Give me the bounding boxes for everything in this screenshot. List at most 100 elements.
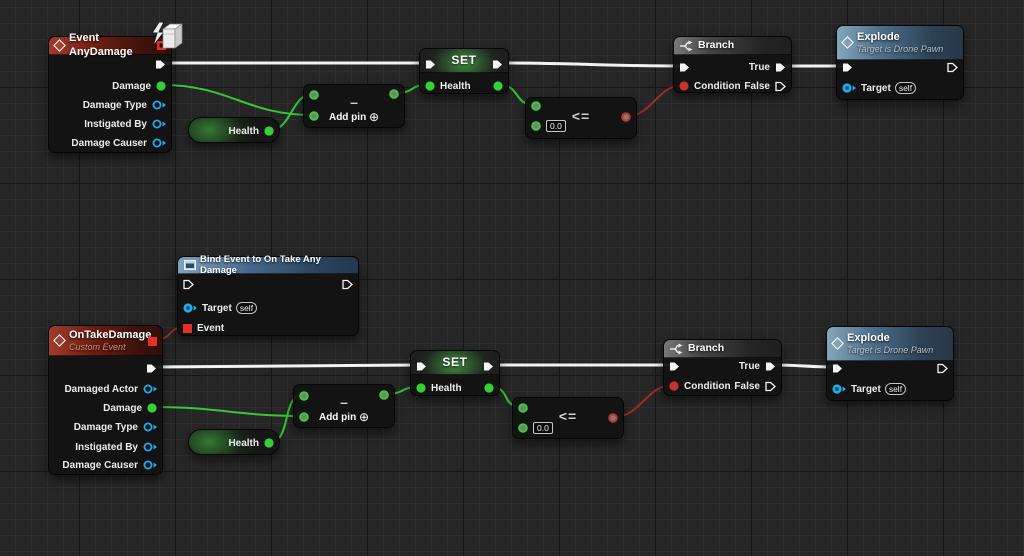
exec-in-pin[interactable]: [678, 61, 691, 74]
bind-event-header[interactable]: Bind Event to On Take Any Damage: [178, 254, 358, 276]
set-health-bottom-header[interactable]: SET: [411, 351, 499, 375]
result-out-pin[interactable]: [620, 111, 632, 123]
subtract-top[interactable]: –Add pin ⊕: [303, 84, 405, 128]
b-in-pin[interactable]: [530, 120, 542, 132]
true-out-pin[interactable]: [774, 61, 787, 74]
exec-in-pin[interactable]: [415, 360, 428, 373]
less-equal-top-result-out-row[interactable]: [620, 109, 632, 125]
branch-bottom-condition-in-row[interactable]: Condition: [668, 378, 731, 394]
true-out-pin[interactable]: [764, 360, 777, 373]
subtract-bottom-a-in-row[interactable]: [298, 388, 310, 404]
branch-top-true-out-row[interactable]: True: [749, 59, 787, 75]
exec-in-pin[interactable]: [668, 360, 681, 373]
exec-out-pin[interactable]: [936, 362, 949, 375]
branch-top-condition-in-row[interactable]: Condition: [678, 78, 741, 94]
exec-out-pin[interactable]: [482, 360, 495, 373]
set-health-bottom-value-out-row[interactable]: [483, 380, 495, 396]
exec-out-pin[interactable]: [946, 61, 959, 74]
health-in-pin[interactable]: [424, 80, 436, 92]
wire-set-health-top.exec-out-to-branch-top.exec-in[interactable]: [497, 61, 685, 68]
event-any-damage-instigated-by-out-row[interactable]: Instigated By: [84, 116, 167, 132]
less-equal-bottom-result-out-row[interactable]: [607, 410, 619, 426]
b-in-pin[interactable]: [298, 411, 310, 423]
target-in-value-field[interactable]: self: [894, 82, 917, 94]
branch-top-header[interactable]: Branch: [674, 37, 791, 55]
condition-in-pin[interactable]: [668, 380, 680, 392]
instigated-by-out-pin[interactable]: [142, 441, 158, 453]
less-equal-bottom-b-in-row[interactable]: 0.0: [517, 420, 553, 436]
value-out-pin[interactable]: [492, 80, 504, 92]
branch-bottom-exec-in-row[interactable]: [668, 358, 681, 374]
set-health-top[interactable]: SET Health: [419, 48, 509, 94]
target-in-value-field[interactable]: self: [235, 302, 258, 314]
exec-out-pin[interactable]: [491, 58, 504, 71]
damage-type-out-pin[interactable]: [142, 421, 158, 433]
value-out-pin[interactable]: [263, 125, 275, 137]
set-health-top-header[interactable]: SET: [420, 49, 508, 73]
add-pin-button[interactable]: Add pin ⊕: [294, 410, 394, 424]
branch-bottom-header[interactable]: Branch: [664, 340, 781, 358]
target-in-pin[interactable]: [841, 82, 857, 94]
damage-type-out-pin[interactable]: [151, 99, 167, 111]
result-out-pin[interactable]: [388, 88, 400, 100]
value-out-pin[interactable]: [483, 382, 495, 394]
bind-event-exec-in-row[interactable]: [182, 276, 195, 292]
subtract-top-a-in-row[interactable]: [308, 87, 320, 103]
exec-out-pin[interactable]: [341, 278, 354, 291]
value-out-pin[interactable]: [263, 437, 275, 449]
b-in-value-field[interactable]: 0.0: [533, 422, 553, 434]
false-out-pin[interactable]: [764, 380, 777, 393]
explode-bottom-exec-out-row[interactable]: [936, 360, 949, 376]
on-take-damage-damage-type-out-row[interactable]: Damage Type: [74, 419, 158, 435]
set-health-top-health-in-row[interactable]: Health: [424, 78, 471, 94]
target-in-pin[interactable]: [831, 383, 847, 395]
b-in-value-field[interactable]: 0.0: [546, 120, 566, 132]
event-in-pin[interactable]: [182, 323, 193, 334]
event-any-damage-damage-causer-out-row[interactable]: Damage Causer: [71, 135, 167, 151]
set-health-bottom-exec-in-row[interactable]: [415, 358, 428, 374]
exec-in-pin[interactable]: [182, 278, 195, 291]
on-take-damage-exec-out-row[interactable]: [145, 360, 158, 376]
add-pin-button[interactable]: Add pin ⊕: [304, 110, 404, 124]
condition-in-pin[interactable]: [678, 80, 690, 92]
subtract-bottom-result-out-row[interactable]: [378, 387, 390, 403]
damage-out-pin[interactable]: [146, 402, 158, 414]
branch-top-exec-in-row[interactable]: [678, 59, 691, 75]
delegate-out-pin[interactable]: [147, 336, 158, 347]
on-take-damage-delegate-out-row[interactable]: [147, 333, 158, 349]
exec-in-pin[interactable]: [841, 61, 854, 74]
less-equal-bottom[interactable]: <=0.0: [512, 397, 624, 439]
b-in-pin[interactable]: [308, 110, 320, 122]
subtract-top-b-in-row[interactable]: [308, 108, 320, 124]
event-any-damage-damage-out-row[interactable]: Damage: [112, 78, 167, 94]
on-take-damage-damage-out-row[interactable]: Damage: [103, 400, 158, 416]
get-health-bottom[interactable]: Health: [188, 429, 280, 455]
target-in-pin[interactable]: [182, 302, 198, 314]
get-health-bottom-value-out-row[interactable]: Health: [228, 435, 275, 451]
branch-bottom-true-out-row[interactable]: True: [739, 358, 777, 374]
target-in-value-field[interactable]: self: [884, 383, 907, 395]
less-equal-top[interactable]: <=0.0: [525, 97, 637, 139]
result-out-pin[interactable]: [378, 389, 390, 401]
exec-out-pin[interactable]: [154, 58, 167, 71]
wire-on-take-damage.exec-out-to-set-health-bottom.exec-in[interactable]: [151, 363, 422, 369]
branch-top-false-out-row[interactable]: False: [744, 78, 787, 94]
set-health-bottom-health-in-row[interactable]: Health: [415, 380, 462, 396]
subtract-bottom[interactable]: –Add pin ⊕: [293, 384, 395, 428]
event-any-damage-damage-type-out-row[interactable]: Damage Type: [83, 97, 167, 113]
exec-out-pin[interactable]: [145, 362, 158, 375]
damage-out-pin[interactable]: [155, 80, 167, 92]
wire-event-any-damage.damage-out-to-subtract-top.b-in[interactable]: [161, 84, 314, 116]
event-any-damage-header[interactable]: Event AnyDamage: [49, 32, 171, 58]
